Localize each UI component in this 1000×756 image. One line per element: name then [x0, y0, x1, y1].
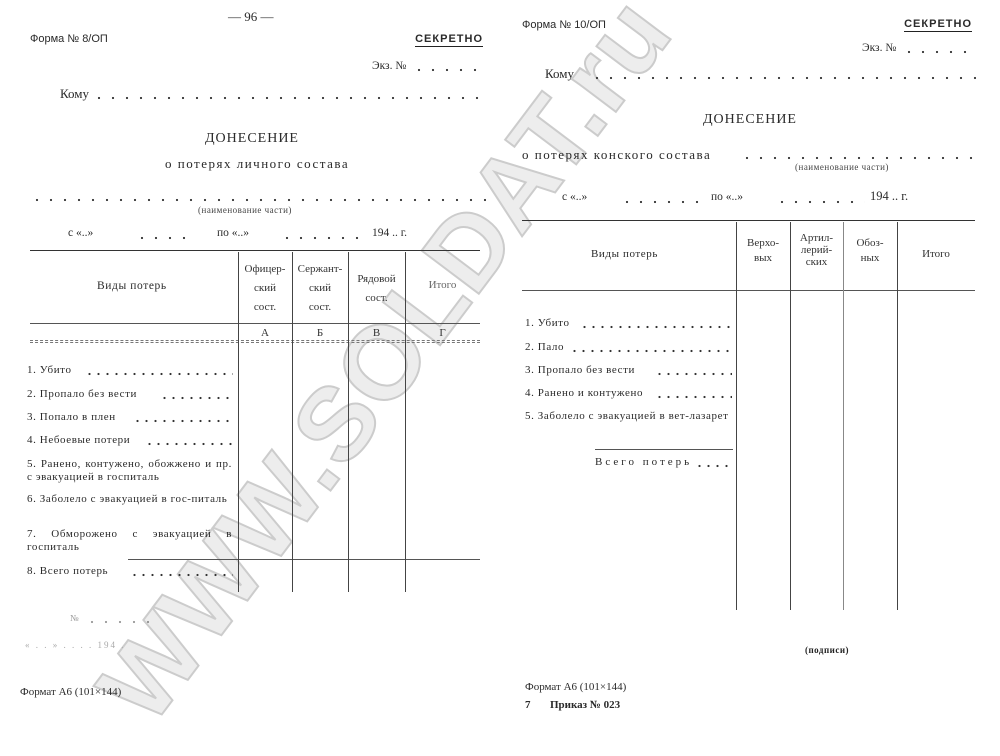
copy-number-label: Экз. № [372, 60, 407, 72]
table-row: 7. Обморожено с эвакуацией в госпиталь [27, 528, 232, 553]
period-to-field[interactable] [280, 236, 365, 240]
copy-number-field[interactable] [412, 68, 486, 72]
column-letter-b: Б [316, 327, 324, 339]
header-loss-types: Виды потерь [97, 280, 167, 292]
secret-label: СЕКРЕТНО [904, 18, 972, 32]
header-riding: Верхо- вых [747, 237, 779, 264]
period-to: по «..» [711, 191, 744, 203]
to-label: Кому [545, 66, 575, 81]
column-letter-a: А [261, 327, 269, 339]
table-row: 2. Пало [525, 341, 565, 353]
footer-number-field[interactable] [85, 620, 155, 624]
secret-label: СЕКРЕТНО [415, 33, 483, 47]
to-field[interactable] [590, 76, 976, 80]
header-loss-types: Виды потерь [591, 248, 659, 260]
column-letter-g: Г [439, 327, 446, 339]
format-label: Формат А6 (101×144) [20, 686, 122, 698]
table-row: 3. Попало в плен [27, 411, 116, 423]
report-subtitle: о потерях конского состава [522, 147, 712, 162]
form-number: Форма № 10/ОП [522, 19, 606, 31]
period-from-field[interactable] [135, 236, 195, 240]
unit-name-field[interactable] [740, 156, 976, 160]
period-to: по «..» [217, 227, 250, 239]
leader-dots [655, 372, 732, 376]
header-officers: Офицер- ский сост. [244, 263, 286, 313]
year: 194 .. г. [870, 189, 909, 203]
period-from: с «..» [562, 191, 588, 203]
period-from-field[interactable] [620, 200, 700, 204]
leader-dots [145, 442, 233, 446]
header-sergeants: Сержант- ский сост. [297, 263, 343, 313]
table-row: 2. Пропало без вести [27, 388, 137, 400]
form-number: Форма № 8/ОП [30, 33, 108, 45]
header-total: Итого [428, 279, 457, 291]
table-row: 4. Ранено и контужено [525, 387, 644, 399]
watermark: WWW.SOLDAT.ru [75, 0, 694, 744]
header-transport: Обоз- ных [856, 237, 884, 264]
header-artillery: Артил- лерий- ских [799, 232, 834, 268]
table-row: 1. Убито [27, 364, 72, 376]
header-total: Итого [922, 248, 950, 260]
table-row: 8. Всего потерь [27, 565, 109, 577]
table-row: 6. Заболело с эвакуацией в гос-питаль [27, 493, 228, 505]
to-label: Кому [60, 86, 90, 101]
leader-dots [130, 573, 233, 577]
page-number: — 96 — [228, 9, 274, 24]
table-row-total: Всего потерь [595, 456, 693, 468]
unit-caption: (наименование части) [795, 162, 889, 172]
leader-dots [85, 372, 233, 376]
header-privates: Рядовой сост. [357, 273, 396, 304]
order-number: Приказ № 023 [550, 699, 621, 711]
table-row: 1. Убито [525, 317, 570, 329]
footer-number: № [70, 613, 80, 623]
year: 194 .. г. [372, 227, 408, 239]
report-title: ДОНЕСЕНИЕ [703, 112, 797, 127]
leader-dots [133, 419, 233, 423]
order-index: 7 [525, 699, 531, 711]
table-row: 3. Пропало без вести [525, 364, 635, 376]
report-title: ДОНЕСЕНИЕ [205, 131, 299, 146]
period-to-field[interactable] [775, 200, 865, 204]
unit-caption: (наименование части) [198, 205, 292, 215]
leader-dots [655, 395, 732, 399]
period-from: с «..» [68, 227, 94, 239]
to-field[interactable] [92, 96, 486, 100]
leader-dots [695, 464, 732, 468]
footer-date: « . . » . . . . 194 . [25, 640, 126, 650]
table-row: 4. Небоевые потери [27, 434, 131, 446]
leader-dots [160, 396, 233, 400]
unit-name-field[interactable] [30, 198, 486, 202]
format-label: Формат А6 (101×144) [525, 681, 627, 693]
leader-dots [580, 325, 732, 329]
column-letter-v: В [372, 327, 381, 339]
copy-number-field[interactable] [902, 50, 976, 54]
copy-number-label: Экз. № [862, 42, 897, 54]
report-subtitle: о потерях личного состава [165, 156, 350, 171]
table-row: 5. Заболело с эвакуацией в вет-лазарет [525, 410, 729, 422]
leader-dots [570, 349, 732, 353]
signatures-caption: (подписи) [805, 645, 850, 655]
table-row: 5. Ранено, контужено, обожжено и пр. с э… [27, 458, 232, 483]
